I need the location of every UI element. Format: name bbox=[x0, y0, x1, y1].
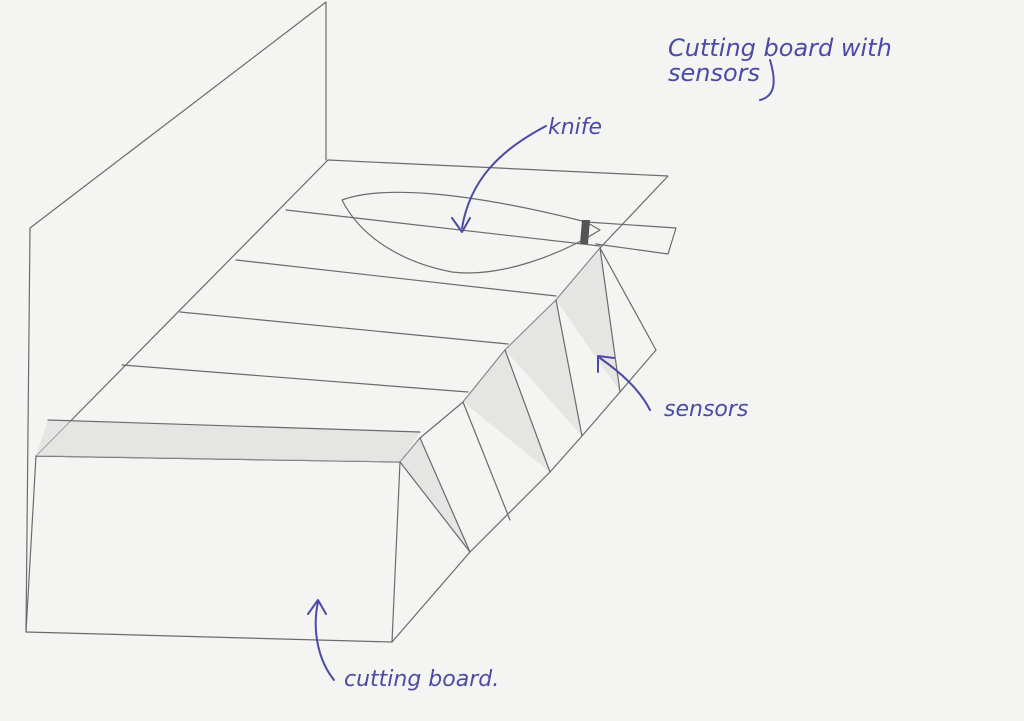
back-wall bbox=[26, 2, 326, 632]
diagram-title: Cutting board with sensors bbox=[668, 36, 968, 86]
cutting-board-label: cutting board. bbox=[344, 668, 499, 691]
knife-drawing bbox=[342, 192, 676, 273]
sensors-label: sensors bbox=[664, 398, 748, 421]
board-front-face bbox=[26, 456, 400, 642]
knife-label: knife bbox=[548, 116, 602, 139]
sensor-strip bbox=[392, 248, 656, 642]
knife-arrow bbox=[452, 126, 546, 232]
